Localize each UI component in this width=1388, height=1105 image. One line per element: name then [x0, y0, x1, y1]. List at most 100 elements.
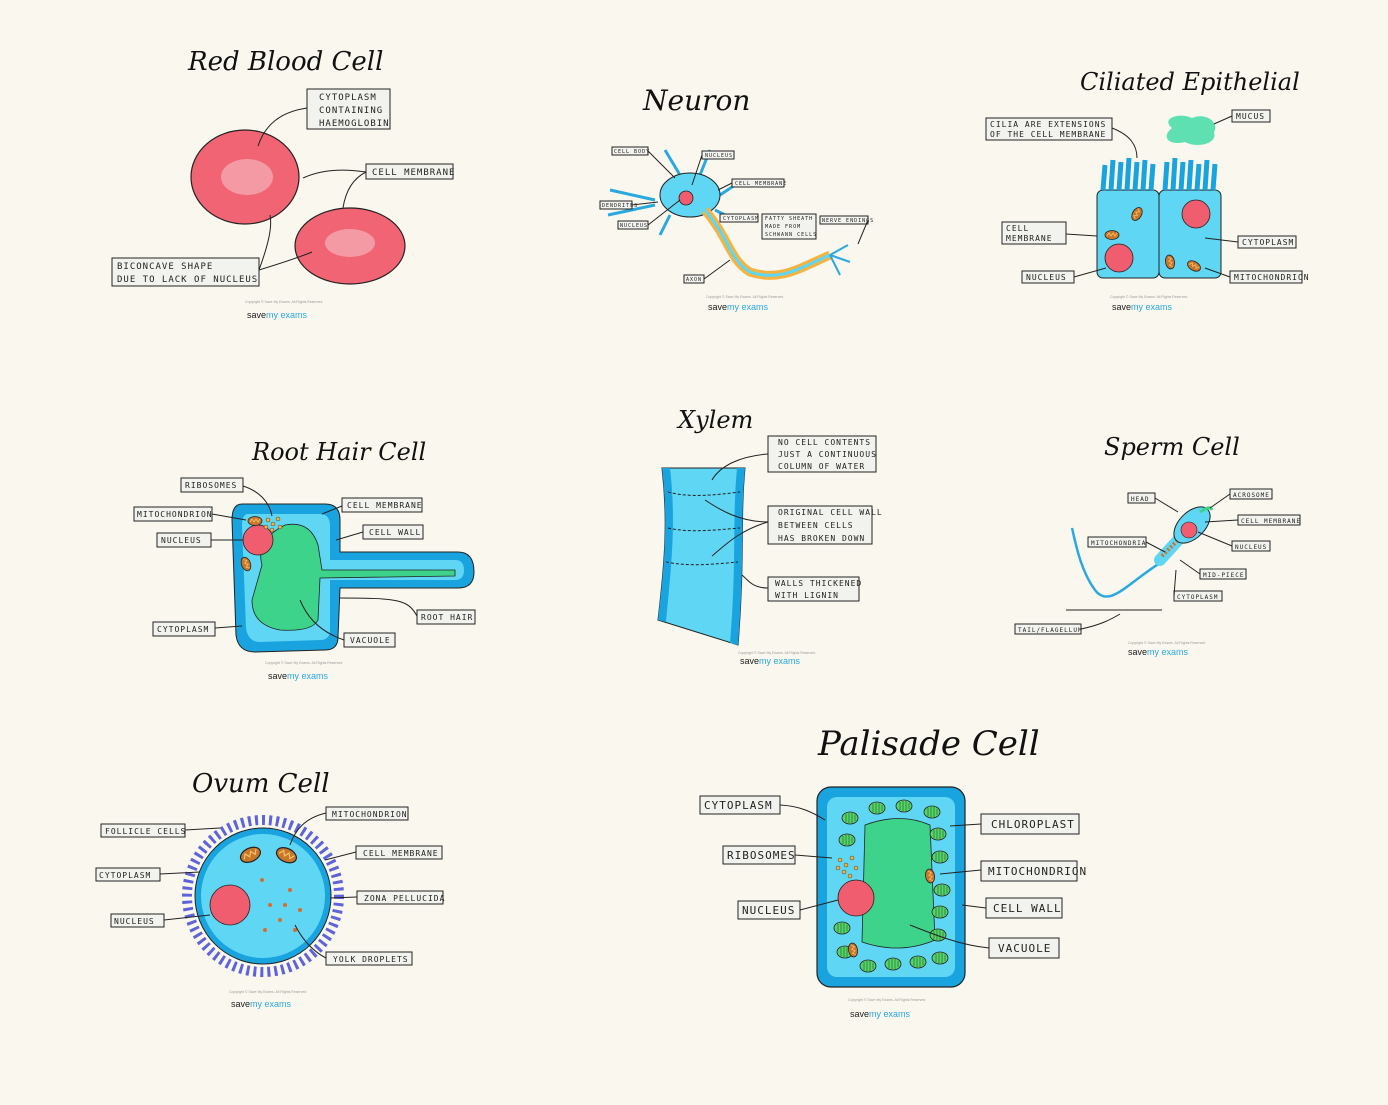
palisade-label-wall: CELL WALL [993, 902, 1062, 915]
ciliated-label-membrane-2: MEMBRANE [1006, 234, 1053, 243]
rbc-label-cytoplasm-box [306, 88, 391, 130]
sperm-label-nucleus: NUCLEUS [1235, 544, 1267, 551]
roothair-label-roothair: ROOT HAIR [421, 613, 473, 622]
rbc-brand: savemy exams [247, 310, 308, 320]
roothair-label-mito: MITOCHONDRION [137, 510, 213, 519]
palisade-arrows [779, 804, 990, 949]
roothair-label-cytoplasm: CYTOPLASM [157, 625, 209, 634]
neuron-label-cellbody: CELL BODY [614, 149, 650, 155]
xylem-label-walls-box [767, 576, 860, 602]
xylem-copyright: Copyright © Save My Exams. All Rights Re… [738, 651, 815, 655]
rbc-diagram: Red Blood Cell CYTOPLASM CONTAINING HAEM… [111, 47, 454, 320]
sperm-brand: savemy exams [1128, 647, 1189, 657]
ovum-label-yolk-box [325, 951, 413, 966]
neuron-label-cytoplasm: CYTOPLASM [723, 216, 759, 222]
ciliated-mucus [1166, 115, 1216, 145]
sperm-label-mito: MITOCHONDRIA [1091, 540, 1146, 547]
neuron-label-sheath-2: MADE FROM [765, 224, 801, 230]
rbc-label-biconcave-2: DUE TO LACK OF NUCLEUS [117, 275, 258, 285]
neuron-diagram: Neuron CELL BODY NUCLEUS CELL MEMBRANE D… [599, 84, 874, 312]
ovum-label-mito: MITOCHONDRION [332, 810, 408, 819]
sperm-arrows [1066, 493, 1239, 630]
roothair-mito-1 [247, 516, 263, 526]
roothair-ribosomes [263, 516, 283, 533]
xylem-label-walls-1: WALLS THICKENED [775, 579, 862, 588]
palisade-vacuole [861, 818, 936, 949]
ovum-label-follicle: FOLLICLE CELLS [105, 827, 186, 836]
roothair-label-roothair-box [416, 609, 476, 625]
rbc-label-biconcave-1: BICONCAVE SHAPE [117, 262, 213, 272]
neuron-label-sheath-3: SCHWANN CELLS [765, 232, 817, 238]
xylem-label-original-1: ORIGINAL CELL WALL [778, 508, 883, 517]
roothair-label-ribosomes-box [180, 477, 244, 493]
rbc-arrow-cytoplasm [257, 107, 308, 147]
ciliated-label-cytoplasm: CYTOPLASM [1242, 238, 1294, 247]
sperm-acrosome [1199, 506, 1214, 514]
ovum-follicle-cells [182, 815, 344, 977]
palisade-label-cytoplasm: CYTOPLASM [704, 799, 773, 812]
ovum-label-yolk: YOLK DROPLETS [333, 955, 409, 964]
rbc-arrow-biconcave-1 [258, 214, 272, 271]
neuron-label-dendrites: DENDRITES [602, 203, 638, 209]
rbc-arrow-membrane-1 [302, 169, 367, 179]
ovum-label-cytoplasm-box [95, 867, 161, 882]
rbc-copyright: Copyright © Save My Exams. All Rights Re… [245, 300, 322, 304]
palisade-nucleus [837, 879, 875, 917]
neuron-brand: savemy exams [708, 302, 769, 312]
ciliated-label-cilia-1: CILIA ARE EXTENSIONS [990, 120, 1106, 129]
ciliated-label-membrane-box [1001, 221, 1067, 245]
roothair-label-ribosomes: RIBOSOMES [185, 481, 237, 490]
neuron-label-endings: NERVE ENDINGS [822, 218, 874, 224]
ovum-cytoplasm [201, 834, 325, 958]
neuron-label-nucleus2: NUCLEUS [620, 223, 648, 229]
ovum-arrows [159, 812, 358, 959]
ciliated-label-membrane-1: CELL [1006, 224, 1029, 233]
xylem-wall-left [658, 468, 673, 622]
ovum-yolk-droplets [260, 878, 302, 932]
rbc-cell-1-centre [221, 159, 273, 195]
xylem-arrows [704, 453, 769, 589]
roothair-brand: savemy exams [268, 671, 329, 681]
neuron-dendrites [607, 149, 736, 236]
roothair-nucleus [242, 524, 274, 556]
ovum-label-nucleus: NUCLEUS [114, 917, 155, 926]
rbc-label-cytoplasm-1: CYTOPLASM [319, 93, 377, 103]
ovum-label-membrane: CELL MEMBRANE [363, 849, 439, 858]
neuron-label-sheath-box [761, 213, 817, 240]
sperm-label-tail: TAIL/FLAGELLUM [1018, 627, 1083, 634]
ciliated-arrows [1065, 115, 1239, 278]
neuron-label-axon: AXON [686, 277, 702, 283]
xylem-label-contents-2: JUST A CONTINUOUS [778, 450, 877, 459]
ciliated-title: Ciliated Epithelial [1080, 68, 1300, 96]
palisade-label-ribosomes: RIBOSOMES [727, 849, 796, 862]
sperm-label-cytoplasm: CYTOPLASM [1177, 594, 1219, 601]
neuron-axon [703, 209, 831, 277]
ovum-title: Ovum Cell [192, 769, 330, 799]
neuron-title: Neuron [642, 84, 750, 117]
roothair-label-wall: CELL WALL [369, 528, 421, 537]
ciliated-brand: savemy exams [1112, 302, 1173, 312]
rbc-label-biconcave-box [111, 257, 260, 287]
xylem-label-original-3: HAS BROKEN DOWN [778, 534, 865, 543]
rbc-cell-2-centre [325, 229, 375, 257]
sperm-title: Sperm Cell [1104, 433, 1240, 461]
xylem-label-original-2: BETWEEN CELLS [778, 521, 854, 530]
neuron-label-nucleus: NUCLEUS [705, 153, 733, 159]
xylem-label-walls-2: WITH LIGNIN [775, 591, 839, 600]
sperm-nucleus [1180, 521, 1198, 539]
xylem-label-contents-3: COLUMN OF WATER [778, 462, 865, 471]
palisade-copyright: Copyright © Save My Exams. All Rights Re… [848, 998, 925, 1002]
xylem-label-contents-1: NO CELL CONTENTS [778, 438, 871, 447]
palisade-ribosomes [835, 855, 859, 879]
neuron-label-membrane: CELL MEMBRANE [735, 181, 787, 187]
palisade-label-vacuole: VACUOLE [998, 942, 1051, 955]
neuron-nucleus [678, 190, 694, 206]
rbc-title: Red Blood Cell [187, 47, 383, 77]
ovum-label-follicle-box [100, 823, 186, 838]
xylem-wall-right [730, 468, 745, 645]
roothair-copyright: Copyright © Save My Exams. All Rights Re… [265, 661, 342, 665]
palisade-label-mito: MITOCHONDRION [988, 865, 1087, 878]
sperm-label-head: HEAD [1131, 496, 1149, 503]
